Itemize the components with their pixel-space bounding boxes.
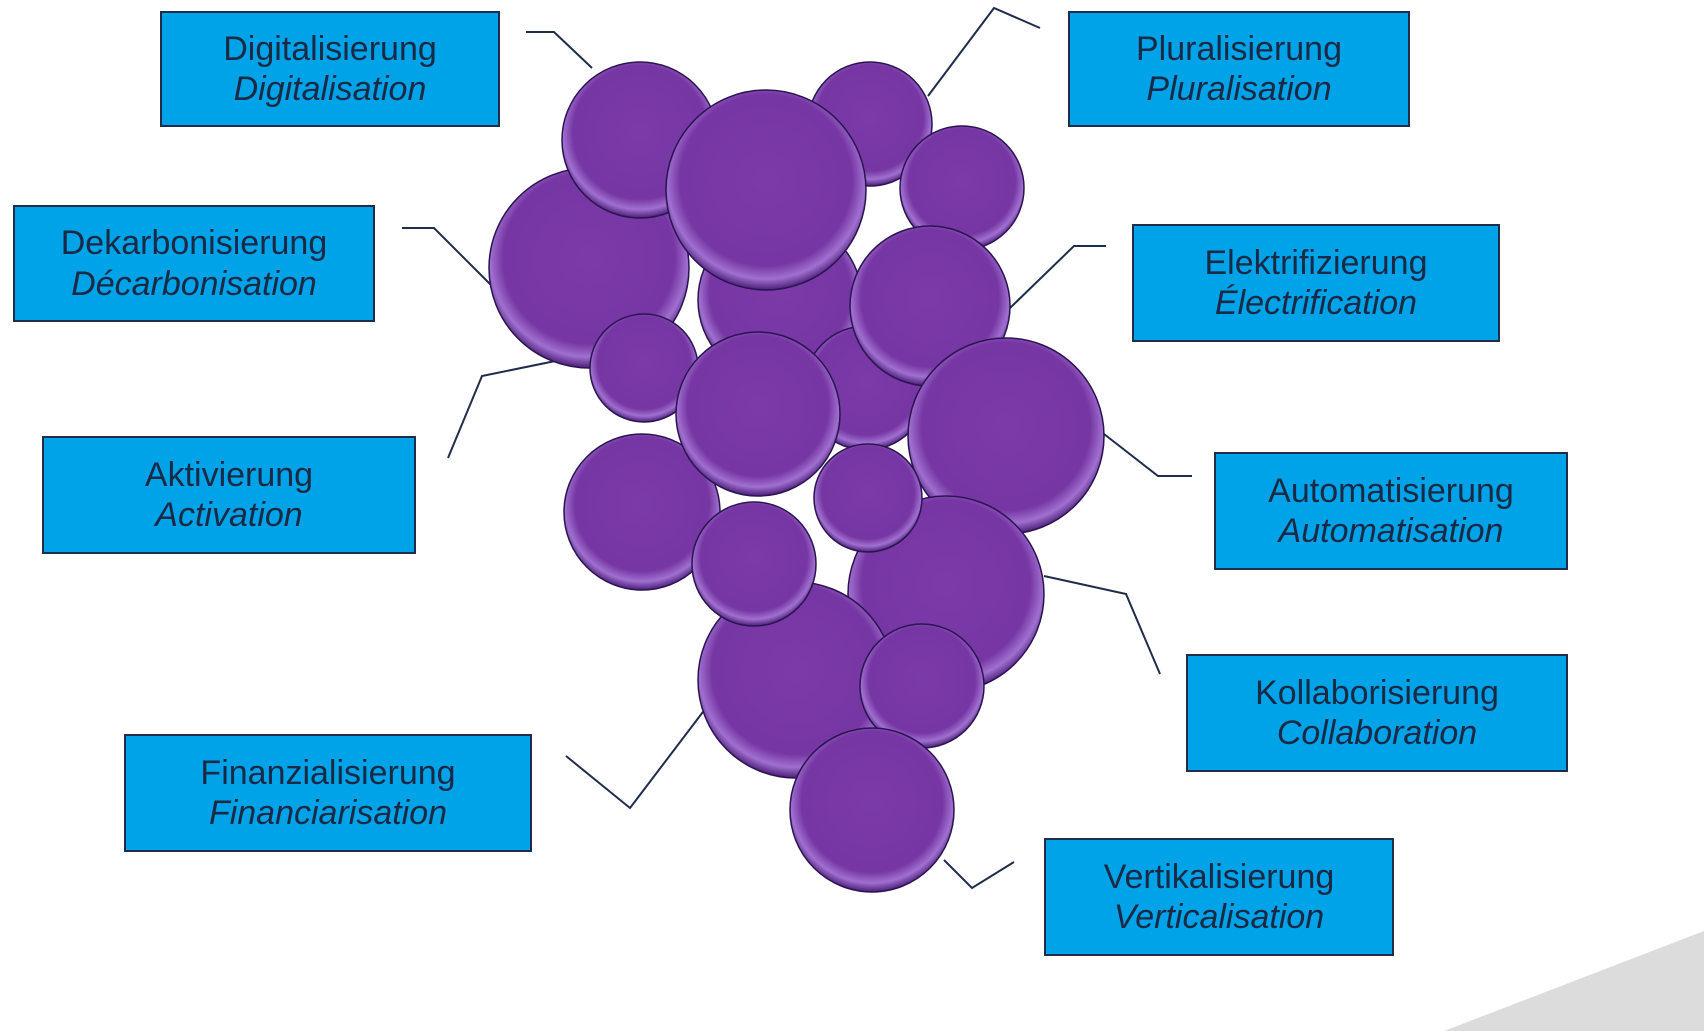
connector-lines <box>402 6 1192 890</box>
label-aktivierung-fr: Activation <box>155 496 303 534</box>
connector-aktivierung <box>447 357 571 459</box>
label-elektrifizierung: Elektrifizierung Électrification <box>1132 224 1500 342</box>
label-kollaborisierung-de: Kollaborisierung <box>1255 673 1499 712</box>
grape-berry <box>691 501 817 627</box>
label-finanzialisierung: Finanzialisierung Financiarisation <box>124 734 532 852</box>
label-finanzialisierung-de: Finanzialisierung <box>200 753 456 792</box>
grape-berry <box>813 443 923 553</box>
label-kollaborisierung-fr: Collaboration <box>1276 714 1478 752</box>
label-dekarbonisierung: Dekarbonisierung Décarbonisation <box>13 205 375 322</box>
label-vertikalisierung-de: Vertikalisierung <box>1103 857 1335 896</box>
connector-vertikalisierung <box>943 859 1015 890</box>
label-kollaborisierung: Kollaborisierung Collaboration <box>1186 654 1568 772</box>
label-automatisierung: Automatisierung Automatisation <box>1214 452 1568 570</box>
label-elektrifizierung-de: Elektrifizierung <box>1204 243 1428 282</box>
label-pluralisierung-de: Pluralisierung <box>1136 29 1342 68</box>
label-automatisierung-fr: Automatisation <box>1278 512 1504 550</box>
connector-finanzialisierung <box>565 699 713 810</box>
grape-berry <box>789 727 955 893</box>
label-aktivierung-de: Aktivierung <box>144 455 314 494</box>
label-pluralisierung: Pluralisierung Pluralisation <box>1068 11 1410 127</box>
label-digitalisierung-fr: Digitalisation <box>233 70 427 108</box>
label-elektrifizierung-fr: Électrification <box>1214 284 1418 322</box>
corner-decoration <box>1444 931 1704 1031</box>
connector-elektrifizierung <box>1009 245 1106 309</box>
label-pluralisierung-fr: Pluralisation <box>1146 70 1332 108</box>
grape-berry <box>665 89 867 291</box>
label-dekarbonisierung-fr: Décarbonisation <box>71 264 317 303</box>
label-vertikalisierung-fr: Verticalisation <box>1113 898 1325 936</box>
grape-cluster <box>488 61 1105 893</box>
connector-kollaborisierung <box>1043 575 1161 675</box>
connector-dekarbonisierung <box>402 227 495 289</box>
label-vertikalisierung: Vertikalisierung Verticalisation <box>1044 838 1394 956</box>
label-automatisierung-de: Automatisierung <box>1268 471 1514 510</box>
label-aktivierung: Aktivierung Activation <box>42 436 416 554</box>
label-digitalisierung-de: Digitalisierung <box>223 29 437 68</box>
label-finanzialisierung-fr: Financiarisation <box>208 794 448 832</box>
label-digitalisierung: Digitalisierung Digitalisation <box>160 11 500 127</box>
connector-pluralisierung <box>927 6 1041 97</box>
grape-berry <box>675 331 841 497</box>
connector-digitalisierung <box>526 31 593 69</box>
connector-automatisierung <box>1103 433 1192 477</box>
label-dekarbonisierung-de: Dekarbonisierung <box>60 224 328 263</box>
